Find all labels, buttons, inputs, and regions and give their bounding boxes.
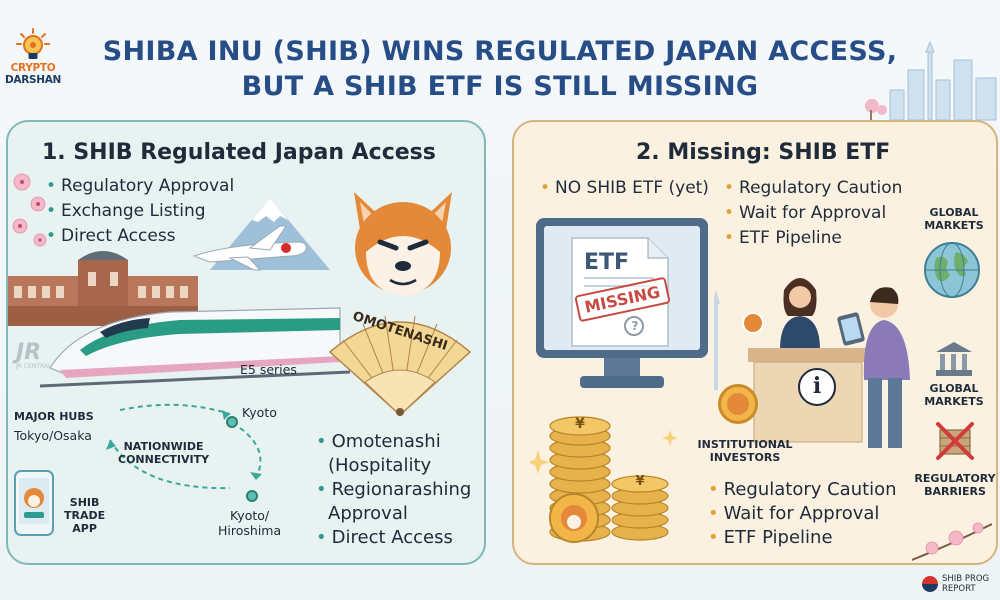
- right-top-bullets-col2: •Regulatory Caution •Wait for Approval •…: [724, 176, 902, 251]
- info-icon: i: [798, 368, 836, 406]
- shib-coin-icon: [718, 384, 758, 424]
- global-markets-label: GLOBAL MARKETS: [924, 382, 984, 408]
- yen-symbol: ¥: [635, 474, 645, 489]
- kyoto-hiroshima-label: Kyoto/ Hiroshima: [218, 508, 282, 538]
- list-item: •ETF Pipeline: [708, 527, 833, 548]
- kyoto-label: Kyoto: [242, 405, 277, 420]
- cherry-blossom-icon: [912, 522, 992, 561]
- list-item: •Wait for Approval: [724, 203, 887, 223]
- footer-brand: SHIB PROG REPORT: [942, 574, 990, 594]
- title-line-1: SHIBA INU (SHIB) WINS REGULATED JAPAN AC…: [102, 36, 898, 67]
- logo-line-2: DARSHAN: [4, 74, 62, 86]
- list-item: •NO SHIB ETF (yet): [540, 178, 709, 198]
- list-item: •Wait for Approval: [708, 503, 880, 524]
- airplane-icon: [192, 225, 307, 271]
- train-series-label: E5 series: [240, 362, 297, 377]
- title-line-2: BUT A SHIB ETF IS STILL MISSING: [241, 71, 759, 102]
- list-item: •Direct Access: [316, 527, 453, 548]
- investor-consultation-illustration: [714, 278, 910, 448]
- etf-document-title: ETF: [584, 250, 630, 275]
- left-top-bullets: •Regulatory Approval •Exchange Listing •…: [46, 174, 234, 249]
- jr-central-logo: JR JR CENTRAL: [16, 340, 52, 370]
- smartphone-app-icon: [14, 470, 54, 536]
- list-item: Approval: [328, 503, 408, 524]
- major-hubs-city: Tokyo/Osaka: [14, 428, 92, 443]
- city-skyline-illustration: [865, 40, 997, 122]
- list-item: (Hospitality: [328, 455, 432, 476]
- right-bottom-bullets: •Regulatory Caution •Wait for Approval •…: [708, 478, 897, 550]
- shib-report-logo-icon: [922, 576, 938, 592]
- list-item: •Omotenashi: [316, 431, 441, 452]
- connectivity-label: NATIONWIDE CONNECTIVITY: [118, 440, 210, 466]
- list-item: •ETF Pipeline: [724, 228, 842, 248]
- omotenashi-fan-illustration: [328, 315, 472, 417]
- globe-icon: [924, 242, 980, 298]
- left-panel-heading: 1. SHIB Regulated Japan Access: [42, 140, 436, 165]
- list-item: •Regionarashing: [316, 479, 472, 500]
- question-icon: ?: [631, 319, 639, 333]
- yen-coin-stacks-illustration: [530, 416, 678, 543]
- right-panel-heading: 2. Missing: SHIB ETF: [636, 140, 891, 165]
- left-bottom-bullets: •Omotenashi (Hospitality •Regionarashing…: [316, 430, 471, 550]
- list-item: •Exchange Listing: [46, 201, 206, 221]
- logo-line-1: CRYPTO: [10, 62, 56, 74]
- list-item: •Direct Access: [46, 226, 176, 246]
- page-title: SHIBA INU (SHIB) WINS REGULATED JAPAN AC…: [60, 34, 940, 104]
- list-item: •Regulatory Approval: [46, 176, 235, 196]
- global-markets-label: GLOBAL MARKETS: [924, 206, 984, 232]
- shib-badge-icon: [742, 312, 764, 334]
- shiba-inu-icon: [354, 192, 452, 296]
- crypto-darshan-logo: CRYPTO DARSHAN: [4, 28, 62, 94]
- shinkansen-train-illustration: [40, 307, 350, 388]
- regulatory-barrier-icon: [936, 422, 974, 460]
- list-item: •Regulatory Caution: [708, 479, 897, 500]
- bank-building-icon: [936, 342, 972, 376]
- yen-symbol: ¥: [575, 416, 585, 432]
- map-pin-icon: [246, 490, 258, 502]
- cherry-blossom-icon: [12, 173, 47, 247]
- institutional-investors-label: INSTITUTIONAL INVESTORS: [697, 438, 793, 464]
- connectivity-arrows: [106, 403, 262, 490]
- right-top-bullets-col1: •NO SHIB ETF (yet): [540, 176, 709, 201]
- map-pin-icon: [226, 416, 238, 428]
- list-item: •Regulatory Caution: [724, 178, 903, 198]
- shib-trade-app-label: SHIB TRADE APP: [64, 496, 106, 535]
- lightbulb-icon: [16, 28, 50, 59]
- regulatory-barriers-label: REGULATORY BARRIERS: [914, 472, 996, 498]
- major-hubs-title: MAJOR HUBS: [14, 410, 94, 423]
